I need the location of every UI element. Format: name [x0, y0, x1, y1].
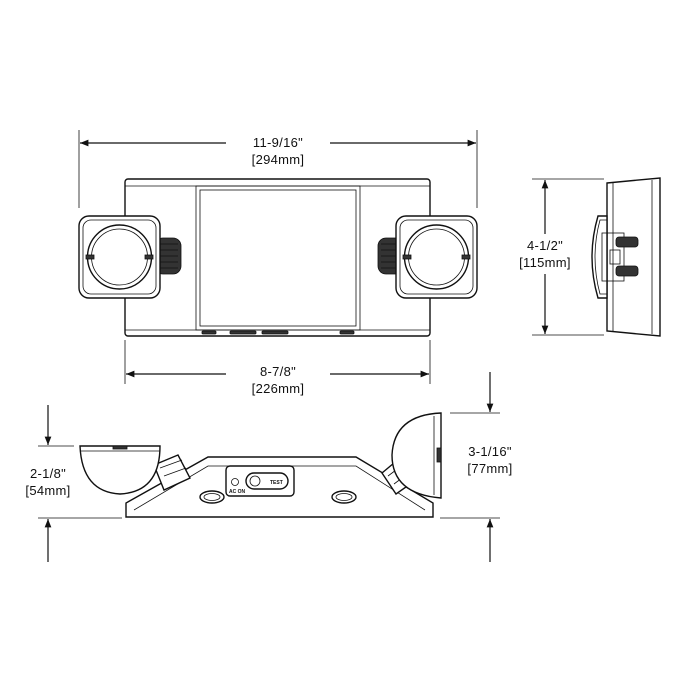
head-height-metric: [77mm] — [467, 461, 512, 476]
test-label: TEST — [270, 480, 283, 486]
side-lamp-head — [591, 215, 608, 299]
height-dimension: 4-1/2" [115mm] — [506, 178, 604, 336]
front-center-panel — [195, 185, 361, 331]
housing-width-dimension: 8-7/8" [226mm] — [124, 340, 431, 400]
bottom-left-lamp-head — [79, 445, 161, 495]
mounting-slot-left — [199, 490, 225, 504]
head-height-imperial: 3-1/16" — [468, 444, 512, 459]
height-metric: [115mm] — [519, 255, 571, 270]
housing-width-metric: [226mm] — [252, 381, 305, 396]
height-imperial: 4-1/2" — [527, 238, 563, 253]
front-right-lamp-head — [377, 215, 478, 299]
test-button[interactable] — [245, 472, 289, 490]
front-left-lamp-head — [78, 215, 182, 299]
head-height-dimension: 3-1/16" [77mm] — [440, 372, 512, 562]
bottom-view: AC ON TEST 2-1/8" [54mm] 3-1/16" [77mm] — [25, 372, 512, 562]
front-view: 11-9/16" [294mm] 8-7/8" [226mm] — [78, 130, 478, 400]
ac-on-label: AC ON — [229, 489, 246, 495]
ac-on-indicator — [231, 478, 239, 486]
side-view: 4-1/2" [115mm] — [506, 177, 661, 337]
overall-width-imperial: 11-9/16" — [253, 135, 303, 150]
housing-depth-dimension: 2-1/8" [54mm] — [25, 405, 122, 562]
housing-depth-metric: [54mm] — [25, 483, 70, 498]
overall-width-metric: [294mm] — [252, 152, 305, 167]
overall-width-dimension: 11-9/16" [294mm] — [78, 130, 478, 208]
housing-depth-imperial: 2-1/8" — [30, 466, 66, 481]
mounting-slot-right — [331, 490, 357, 504]
bottom-right-lamp-head — [391, 412, 442, 499]
housing-width-imperial: 8-7/8" — [260, 364, 296, 379]
